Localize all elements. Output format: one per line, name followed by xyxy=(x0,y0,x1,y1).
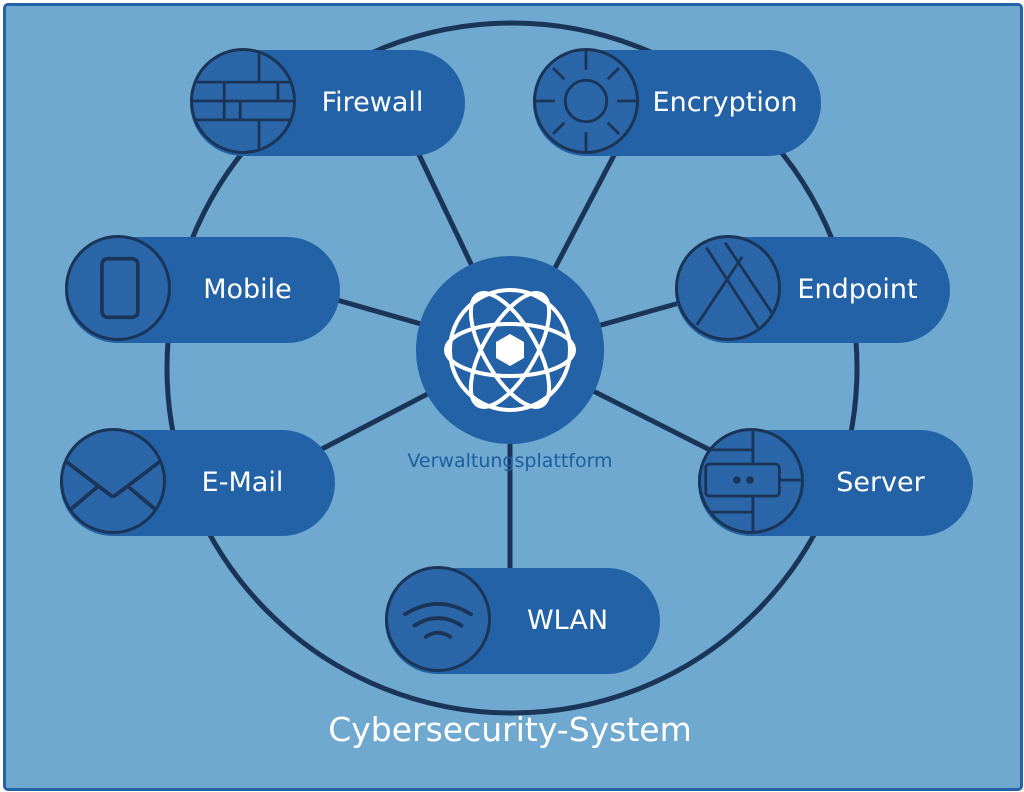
brick-wall-icon xyxy=(190,48,296,154)
node-mobile: Mobile xyxy=(65,235,340,343)
endpoint-icon xyxy=(675,235,781,341)
smartphone-icon xyxy=(65,235,171,341)
dial-lock-icon xyxy=(533,48,639,154)
node-wlan-label: WLAN xyxy=(526,605,609,636)
node-mobile-label: Mobile xyxy=(203,274,292,305)
atom-hexagon-icon xyxy=(444,288,576,412)
node-server: Server xyxy=(698,428,973,536)
server-icon xyxy=(698,428,804,534)
node-endpoint-label: Endpoint xyxy=(797,274,918,305)
diagram-title: Cybersecurity-System xyxy=(328,710,692,749)
center-label: Verwaltungsplattform xyxy=(407,450,613,472)
node-email-label: E-Mail xyxy=(201,467,284,498)
node-encryption: Encryption xyxy=(533,48,821,156)
outer-ring xyxy=(164,20,860,716)
node-encryption-label: Encryption xyxy=(652,87,798,118)
node-endpoint: Endpoint xyxy=(675,235,950,343)
wifi-icon xyxy=(385,566,491,672)
node-email: E-Mail xyxy=(60,428,335,536)
node-firewall-label: Firewall xyxy=(321,87,424,118)
node-server-label: Server xyxy=(836,467,925,498)
node-firewall: Firewall xyxy=(190,48,465,156)
node-wlan: WLAN xyxy=(385,566,660,674)
center-hub xyxy=(416,256,604,444)
envelope-icon xyxy=(60,428,166,534)
